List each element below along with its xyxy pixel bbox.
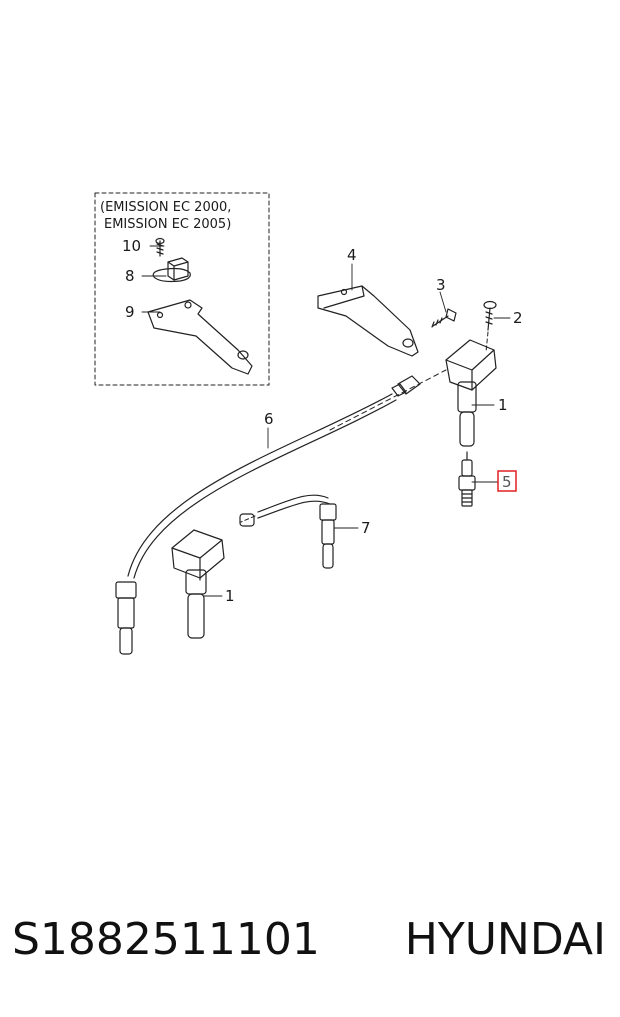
part-caption: S1882511101 HYUNDAI xyxy=(0,905,620,975)
ignition-lead-7 xyxy=(239,494,337,569)
callout-5: 5 xyxy=(502,473,512,491)
callout-2: 2 xyxy=(513,309,523,327)
emission-note-line1: (EMISSION EC 2000, xyxy=(100,200,231,215)
callout-3: 3 xyxy=(436,276,446,294)
brand-name: HYUNDAI xyxy=(404,914,606,965)
highlight-box-part-5 xyxy=(497,470,517,492)
bolt-part-2 xyxy=(483,300,497,331)
ignition-coil-upper xyxy=(445,339,497,447)
emission-note-line2: EMISSION EC 2005) xyxy=(104,217,231,232)
bracket-part-9 xyxy=(147,299,253,375)
emission-variant-box xyxy=(94,192,270,386)
callout-1-upper: 1 xyxy=(498,396,508,414)
callout-9: 9 xyxy=(125,303,135,321)
callout-4: 4 xyxy=(347,246,357,264)
ignition-coil-lower xyxy=(171,529,225,639)
callout-1-lower: 1 xyxy=(225,587,235,605)
ignition-lead-6 xyxy=(115,393,397,655)
bolt-part-3 xyxy=(431,308,457,328)
mount-part-8 xyxy=(152,257,191,283)
upper-connector xyxy=(391,375,421,397)
bolt-part-10 xyxy=(155,237,165,257)
callout-8: 8 xyxy=(125,267,135,285)
callout-7: 7 xyxy=(361,519,371,537)
ignition-parts-diagram: (EMISSION EC 2000, EMISSION EC 2005) 10 … xyxy=(94,192,523,655)
bracket-part-4 xyxy=(317,285,419,357)
spark-plug xyxy=(458,451,476,507)
part-number: S1882511101 xyxy=(12,914,320,965)
callout-10: 10 xyxy=(122,237,141,255)
callout-6: 6 xyxy=(264,410,274,428)
